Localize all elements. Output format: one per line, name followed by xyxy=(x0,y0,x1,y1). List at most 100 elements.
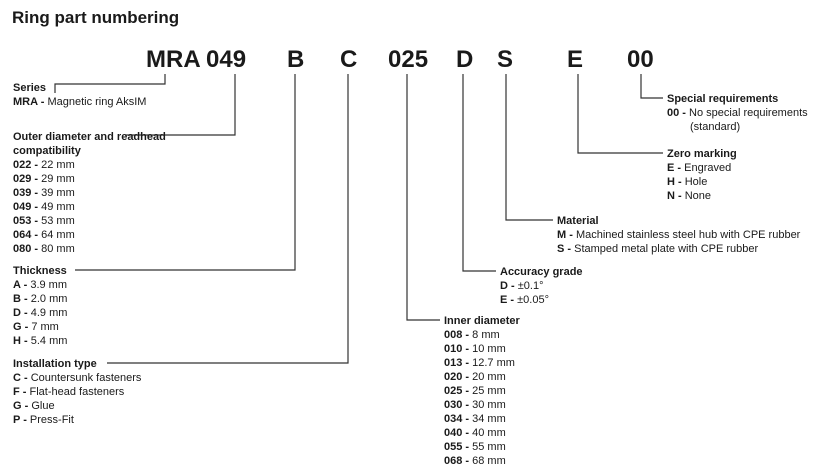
list-item: E - Engraved xyxy=(667,162,732,174)
section-accuracy: Accuracy grade D - ±0.1°E - ±0.05° xyxy=(500,265,583,307)
connector-special xyxy=(640,74,663,99)
connector-material xyxy=(505,74,553,221)
section-special: Special requirements 00 - No special req… xyxy=(667,92,808,134)
option-desc: 49 mm xyxy=(41,201,75,213)
option-desc: 12.7 mm xyxy=(472,357,515,369)
option-desc: 8 mm xyxy=(472,329,500,341)
option-code: 055 xyxy=(444,441,463,453)
list-item: 022 - 22 mm xyxy=(13,159,75,171)
option-desc: Engraved xyxy=(684,162,732,174)
option-desc: Flat-head fasteners xyxy=(29,386,125,398)
list-item: 049 - 49 mm xyxy=(13,201,75,213)
option-code: N xyxy=(667,190,675,202)
connector-accuracy xyxy=(462,74,496,272)
code-series: MRA xyxy=(146,46,201,73)
list-item: M - Machined stainless steel hub with CP… xyxy=(557,229,801,241)
list-item: G - Glue xyxy=(13,400,55,412)
option-desc: 30 mm xyxy=(472,399,506,411)
list-item: S - Stamped metal plate with CPE rubber xyxy=(557,243,759,255)
list-item: E - ±0.05° xyxy=(500,294,549,306)
list-item: MRA - Magnetic ring AksIM xyxy=(13,96,147,108)
connector-zero-marking xyxy=(577,74,663,154)
list-item: 039 - 39 mm xyxy=(13,187,75,199)
code-zero-marking: E xyxy=(567,46,584,73)
list-item: 010 - 10 mm xyxy=(444,343,506,355)
list-item: H - Hole xyxy=(667,176,708,188)
option-code: F xyxy=(13,386,20,398)
option-code: 064 xyxy=(13,229,32,241)
option-desc: Press-Fit xyxy=(29,414,74,426)
list-item: 053 - 53 mm xyxy=(13,215,75,227)
option-code: 020 xyxy=(444,371,463,383)
option-list: E - Engraved H - Hole N - None xyxy=(667,161,737,203)
list-item: 00 - No special requirements xyxy=(667,107,808,119)
list-item: 040 - 40 mm xyxy=(444,427,506,439)
option-desc: 5.4 mm xyxy=(30,335,68,347)
option-code: B xyxy=(13,293,21,305)
option-list: D - ±0.1°E - ±0.05° xyxy=(500,279,583,307)
section-heading: Accuracy grade xyxy=(500,266,583,278)
option-desc: 29 mm xyxy=(41,173,75,185)
code-thickness: B xyxy=(287,46,305,73)
list-item: 013 - 12.7 mm xyxy=(444,357,515,369)
section-outer-diameter: Outer diameter and readhead compatibilit… xyxy=(13,130,166,256)
option-code: G xyxy=(13,400,22,412)
option-code: H xyxy=(667,176,675,188)
code-special: 00 xyxy=(627,46,654,73)
option-code: 068 xyxy=(444,455,463,467)
list-item: 020 - 20 mm xyxy=(444,371,506,383)
option-desc: ±0.05° xyxy=(517,294,549,306)
page-title: Ring part numbering xyxy=(12,8,180,27)
list-item: 030 - 30 mm xyxy=(444,399,506,411)
section-heading: Special requirements xyxy=(667,93,779,105)
connector-installation xyxy=(107,74,349,364)
option-desc: 40 mm xyxy=(472,427,506,439)
option-code: 039 xyxy=(13,187,32,199)
option-code: H xyxy=(13,335,21,347)
option-code: G xyxy=(13,321,22,333)
option-desc: Stamped metal plate with CPE rubber xyxy=(574,243,759,255)
option-list: 00 - No special requirements xyxy=(667,106,808,120)
section-series: Series MRA - Magnetic ring AksIM xyxy=(13,81,146,109)
option-desc: No special requirements xyxy=(689,107,808,119)
list-item: 080 - 80 mm xyxy=(13,243,75,255)
option-code: M xyxy=(557,229,567,241)
option-code: 053 xyxy=(13,215,32,227)
option-desc: Glue xyxy=(31,400,55,412)
connector-outer-diameter xyxy=(125,74,236,136)
option-list: 022 - 22 mm 029 - 29 mm 039 - 39 mm 049 - 4… xyxy=(13,158,166,256)
option-code: 049 xyxy=(13,201,32,213)
option-desc: 10 mm xyxy=(472,343,506,355)
list-item: A - 3.9 mm xyxy=(13,279,68,291)
option-code: E xyxy=(667,162,675,174)
option-desc: Machined stainless steel hub with CPE ru… xyxy=(575,229,801,241)
option-desc: 53 mm xyxy=(41,215,75,227)
option-code: 008 xyxy=(444,329,463,341)
option-desc: 3.9 mm xyxy=(30,279,68,291)
option-desc: 22 mm xyxy=(41,159,75,171)
list-item: N - None xyxy=(667,190,712,202)
connector-series xyxy=(54,74,166,93)
option-code: 025 xyxy=(444,385,463,397)
option-code: 080 xyxy=(13,243,32,255)
connector-inner-diameter xyxy=(406,74,440,321)
option-desc: 64 mm xyxy=(41,229,75,241)
list-item: 068 - 68 mm xyxy=(444,455,506,467)
option-desc: 20 mm xyxy=(472,371,506,383)
code-accuracy: D xyxy=(456,46,474,73)
option-code: C xyxy=(13,372,21,384)
option-code: 00 xyxy=(667,107,680,119)
option-desc: 34 mm xyxy=(472,413,506,425)
option-code: 029 xyxy=(13,173,32,185)
section-heading: Series xyxy=(13,82,47,94)
list-item: 025 - 25 mm xyxy=(444,385,506,397)
list-item: 029 - 29 mm xyxy=(13,173,75,185)
option-code: 022 xyxy=(13,159,32,171)
list-item: F - Flat-head fasteners xyxy=(13,386,125,398)
list-item: 034 - 34 mm xyxy=(444,413,506,425)
option-desc: 2.0 mm xyxy=(30,293,68,305)
